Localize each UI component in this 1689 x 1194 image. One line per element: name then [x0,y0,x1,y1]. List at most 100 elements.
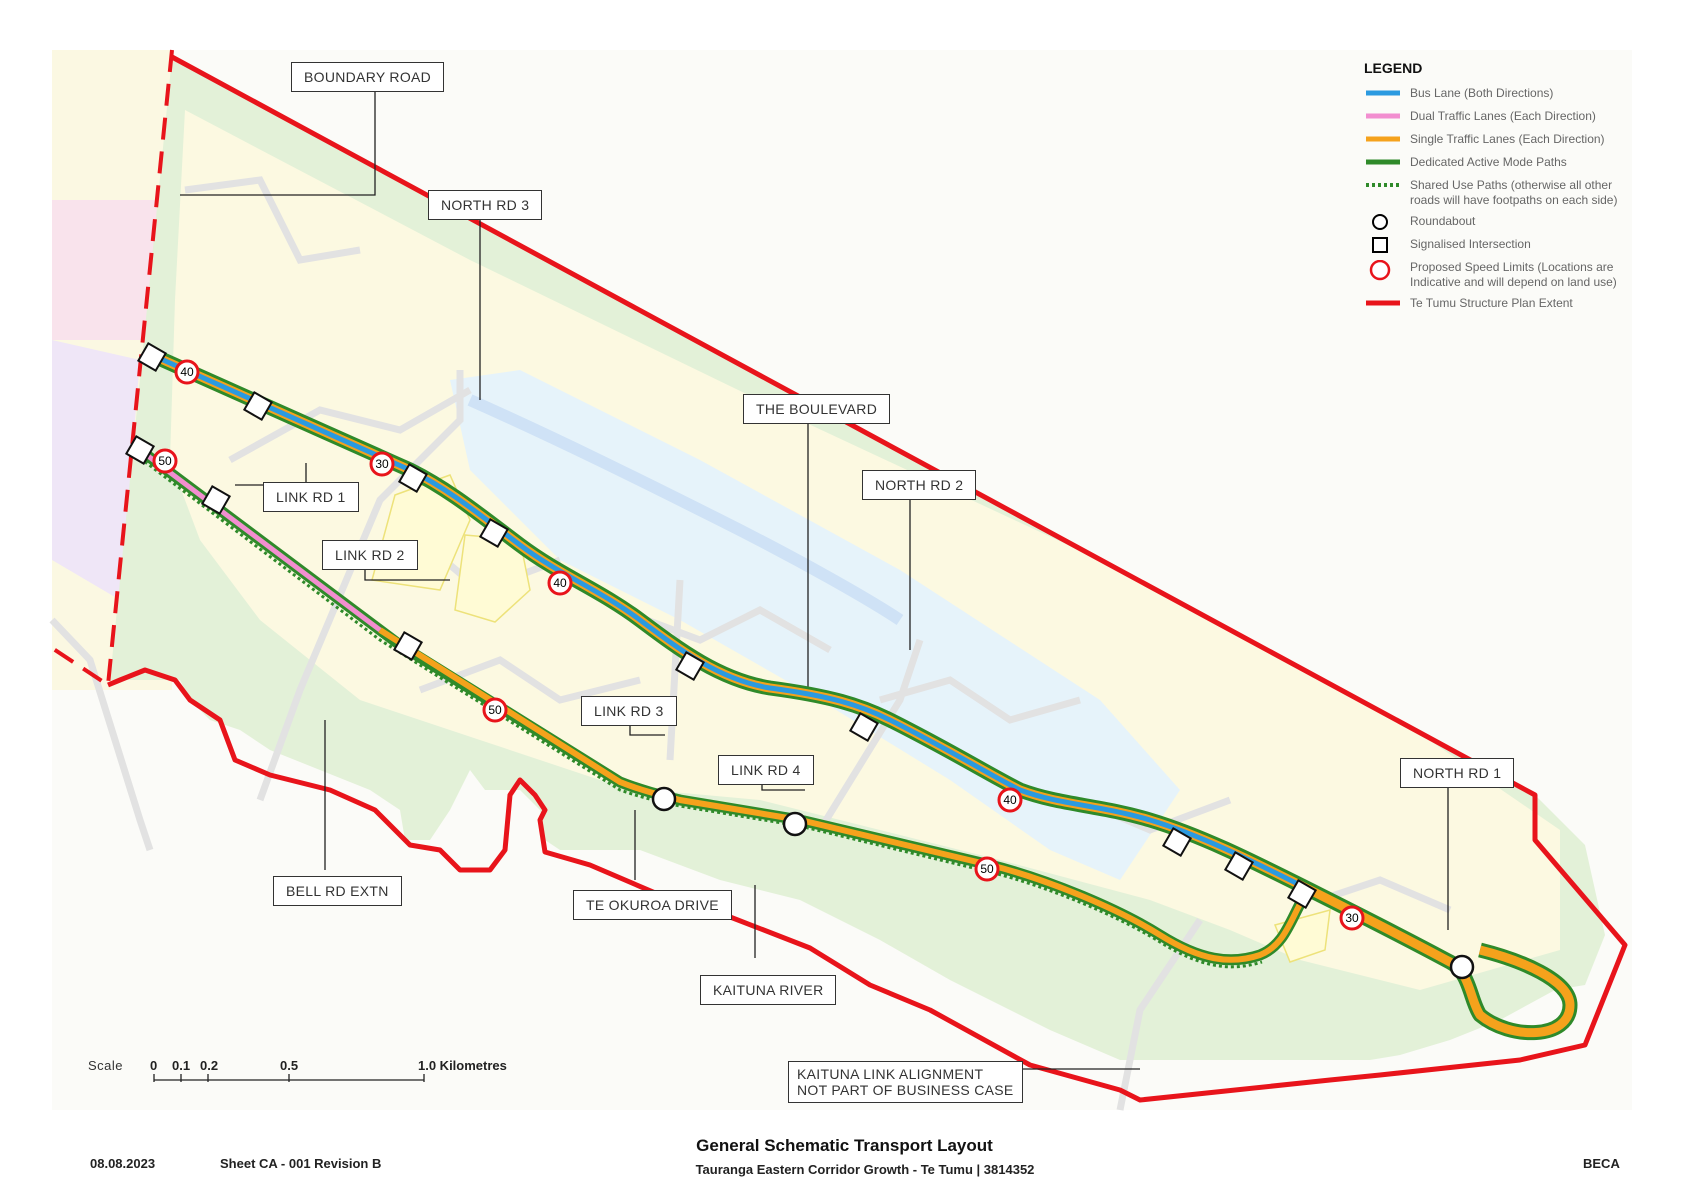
roundabout-3[interactable] [1449,954,1475,980]
active-mode-line-icon [1366,159,1400,165]
callout-link-rd-3: LINK RD 3 [581,696,677,726]
svg-text:40: 40 [180,365,194,379]
callout-north-rd-2: NORTH RD 2 [862,470,977,500]
scale-tick-05: 0.5 [280,1058,299,1073]
scale-bar: Scale 0 0.1 0.2 0.5 1.0 Kilometres [88,1056,528,1086]
signal-7[interactable] [1161,826,1193,858]
roundabouts [651,786,1475,980]
scale-bar-graphic [153,1074,425,1082]
legend-label: Signalised Intersection [1410,237,1531,251]
signal-4[interactable] [478,517,510,549]
scale-label: Scale [88,1058,124,1073]
svg-text:50: 50 [980,862,994,876]
roundabout-1[interactable] [651,786,677,812]
svg-text:30: 30 [375,457,389,471]
lake-area [450,370,1180,880]
speed-sign-2[interactable]: 30 [369,451,395,477]
structure-plan-boundary [107,54,1628,1103]
scale-tick-0: 0 [150,1058,158,1073]
speed-sign-4[interactable]: 40 [997,787,1023,813]
signal-11[interactable] [200,484,232,516]
speed-sign-3[interactable]: 40 [547,570,573,596]
legend-label: Proposed Speed Limits (Locations are Ind… [1410,260,1617,289]
callout-kaituna-link: KAITUNA LINK ALIGNMENT NOT PART OF BUSIN… [788,1061,1023,1103]
signal-2[interactable] [242,390,274,422]
signal-6[interactable] [848,711,880,743]
callout-north-rd-3: NORTH RD 3 [428,190,543,220]
lake-channel [467,394,904,625]
speed-sign-8[interactable]: 50 [974,856,1000,882]
brand-logo: BECA [1583,1156,1620,1171]
roundabout-circle-icon [1372,214,1388,230]
legend-label: Shared Use Paths (otherwise all other ro… [1410,178,1618,207]
callout-link-rd-2: LINK RD 2 [322,540,418,570]
speed-limit-signs: 40 30 40 40 30 50 50 50 [152,359,1365,931]
callout-te-okuroa-drive: TE OKUROA DRIVE [573,890,732,920]
signal-5[interactable] [674,650,706,682]
western-pink-zone [52,200,165,340]
signal-12[interactable] [392,630,424,662]
callout-kaituna-river: KAITUNA RIVER [700,975,837,1005]
legend-item-shared-use: Shared Use Paths (otherwise all other ro… [1364,178,1684,214]
callout-bell-rd-extn: BELL RD EXTN [273,876,402,906]
signalised-intersections [124,341,1318,910]
dual-traffic-line-icon [1366,113,1400,119]
callout-link-rd-4: LINK RD 4 [718,755,814,785]
boundary-line-icon [1366,300,1400,306]
the-boulevard-bus-lane [150,352,1302,888]
te-okuroa-dual-lane [138,448,382,632]
callout-link-rd-1: LINK RD 1 [263,482,359,512]
signal-1[interactable] [136,341,168,373]
callout-north-rd-1: NORTH RD 1 [1400,758,1515,788]
bus-lane-line-icon [1366,90,1400,96]
sheet-title: General Schematic Transport Layout [696,1136,993,1155]
speed-sign-1[interactable]: 40 [174,359,200,385]
leader-lines [180,90,1449,1070]
legend-label: Dual Traffic Lanes (Each Direction) [1410,109,1596,123]
signal-9[interactable] [1286,878,1318,910]
legend-item-speed-limits: Proposed Speed Limits (Locations are Ind… [1364,260,1684,296]
speed-limit-circle-icon [1369,260,1391,281]
speed-sign-6[interactable]: 50 [152,448,178,474]
legend-item-active-mode: Dedicated Active Mode Paths [1364,155,1684,178]
legend-label: Roundabout [1410,214,1476,228]
structure-plan-boundary-dashed [50,49,174,689]
legend: LEGEND Bus Lane (Both Directions) Dual T… [1364,60,1684,319]
svg-text:40: 40 [1003,793,1017,807]
callout-the-boulevard: THE BOULEVARD [743,394,891,424]
signal-10[interactable] [124,434,156,466]
single-traffic-line-icon [1366,136,1400,142]
signal-3[interactable] [397,462,429,494]
sheet-number: Sheet CA - 001 Revision B [220,1156,382,1171]
te-okuroa-shared-path [139,456,1263,969]
scale-tick-02: 0.2 [200,1058,219,1073]
legend-title: LEGEND [1364,60,1423,76]
svg-text:30: 30 [1345,911,1359,925]
title-block: 08.08.2023 Sheet CA - 001 Revision B Gen… [0,1128,1689,1188]
legend-item-roundabout: Roundabout [1364,214,1684,237]
residential-area [170,110,1560,990]
scale-tick-10: 1.0 Kilometres [418,1058,507,1073]
svg-text:50: 50 [158,454,172,468]
western-purple-zone [52,340,140,600]
speed-sign-7[interactable]: 50 [482,697,508,723]
speed-sign-5[interactable]: 30 [1339,905,1365,931]
svg-text:50: 50 [488,703,502,717]
signalised-square-icon [1372,237,1388,253]
legend-label: Bus Lane (Both Directions) [1410,86,1554,100]
legend-item-single-traffic: Single Traffic Lanes (Each Direction) [1364,132,1684,155]
signal-8[interactable] [1223,850,1255,882]
scale-tick-01: 0.1 [172,1058,191,1073]
legend-item-dual-traffic: Dual Traffic Lanes (Each Direction) [1364,109,1684,132]
legend-label: Te Tumu Structure Plan Extent [1410,296,1573,310]
legend-label: Single Traffic Lanes (Each Direction) [1410,132,1605,146]
legend-item-bus-lane: Bus Lane (Both Directions) [1364,86,1684,109]
legend-item-boundary: Te Tumu Structure Plan Extent [1364,296,1684,319]
sheet-subtitle: Tauranga Eastern Corridor Growth - Te Tu… [695,1162,1035,1177]
roundabout-2[interactable] [782,811,808,837]
shared-use-dotted-line-icon [1366,183,1400,187]
svg-text:40: 40 [553,576,567,590]
sheet-date: 08.08.2023 [90,1156,156,1171]
legend-item-signalised: Signalised Intersection [1364,237,1684,260]
